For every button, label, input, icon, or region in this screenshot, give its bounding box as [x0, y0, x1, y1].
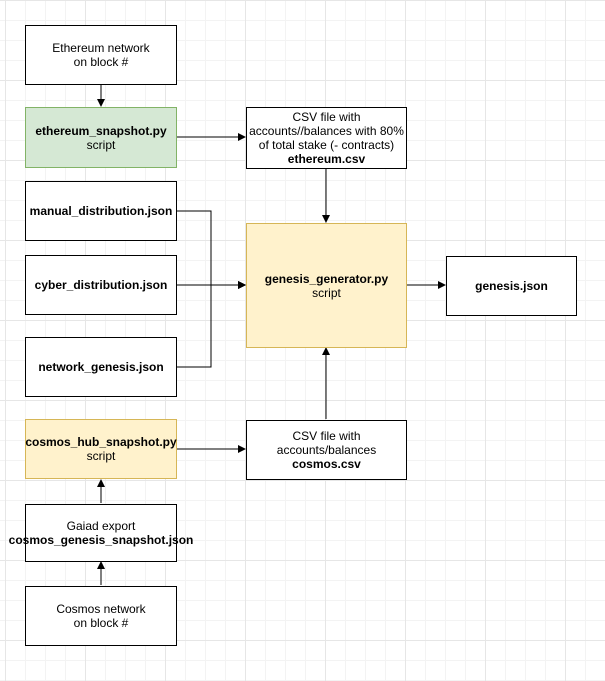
node-cosmos-network[interactable]: Cosmos network on block # — [25, 586, 177, 646]
ethereum-network-line2: on block # — [73, 55, 129, 69]
edge-network-genesis-to-generator — [177, 281, 246, 368]
node-ethereum-snapshot-text: ethereum_snapshot.py script — [35, 124, 166, 152]
ethereum-network-line1: Ethereum network — [52, 41, 150, 55]
node-genesis-json[interactable]: genesis.json — [446, 256, 577, 316]
node-ethereum-csv[interactable]: CSV file with accounts//balances with 80… — [246, 107, 407, 169]
cosmos-network-line2: on block # — [73, 616, 129, 630]
node-cosmos-csv-text: CSV file with accounts/balances cosmos.c… — [277, 429, 376, 471]
manual-distribution-title: manual_distribution.json — [29, 204, 173, 218]
cosmos-csv-filename: cosmos.csv — [292, 457, 361, 471]
gaiad-export-filename: cosmos_genesis_snapshot.json — [8, 533, 194, 547]
genesis-generator-subtitle: script — [312, 285, 341, 300]
node-cosmos-hub-snapshot-text: cosmos_hub_snapshot.py script — [25, 435, 176, 463]
node-ethereum-snapshot[interactable]: ethereum_snapshot.py script — [25, 107, 177, 168]
ethereum-csv-filename: ethereum.csv — [287, 152, 366, 166]
node-ethereum-csv-text: CSV file with accounts//balances with 80… — [249, 110, 404, 166]
node-cosmos-network-text: Cosmos network on block # — [56, 602, 145, 630]
edge-manual-distribution-to-generator — [177, 210, 246, 289]
cosmos-hub-snapshot-title: cosmos_hub_snapshot.py — [25, 435, 177, 449]
node-cosmos-hub-snapshot[interactable]: cosmos_hub_snapshot.py script — [25, 419, 177, 479]
cosmos-network-line1: Cosmos network — [56, 602, 146, 616]
node-cyber-distribution[interactable]: cyber_distribution.json — [25, 255, 177, 315]
node-gaiad-export-text: Gaiad export cosmos_genesis_snapshot.jso… — [9, 519, 194, 547]
node-ethereum-network[interactable]: Ethereum network on block # — [25, 25, 177, 85]
node-genesis-generator[interactable]: genesis_generator.py script — [246, 223, 407, 348]
ethereum-csv-description: CSV file with accounts//balances with 80… — [249, 110, 404, 152]
node-cosmos-csv[interactable]: CSV file with accounts/balances cosmos.c… — [246, 420, 407, 480]
genesis-json-title: genesis.json — [475, 279, 548, 293]
network-genesis-title: network_genesis.json — [38, 360, 164, 374]
cyber-distribution-title: cyber_distribution.json — [34, 278, 168, 292]
node-ethereum-network-text: Ethereum network on block # — [52, 41, 149, 69]
node-gaiad-export[interactable]: Gaiad export cosmos_genesis_snapshot.jso… — [9, 504, 193, 562]
node-network-genesis[interactable]: network_genesis.json — [25, 337, 177, 397]
ethereum-snapshot-title: ethereum_snapshot.py — [35, 123, 167, 138]
genesis-generator-title: genesis_generator.py — [264, 271, 389, 286]
cosmos-csv-description: CSV file with accounts/balances — [276, 429, 377, 457]
node-manual-distribution[interactable]: manual_distribution.json — [25, 181, 177, 241]
ethereum-snapshot-subtitle: script — [86, 137, 116, 152]
node-genesis-generator-text: genesis_generator.py script — [265, 272, 388, 300]
gaiad-export-line1: Gaiad export — [66, 519, 136, 533]
cosmos-hub-snapshot-subtitle: script — [86, 449, 116, 463]
